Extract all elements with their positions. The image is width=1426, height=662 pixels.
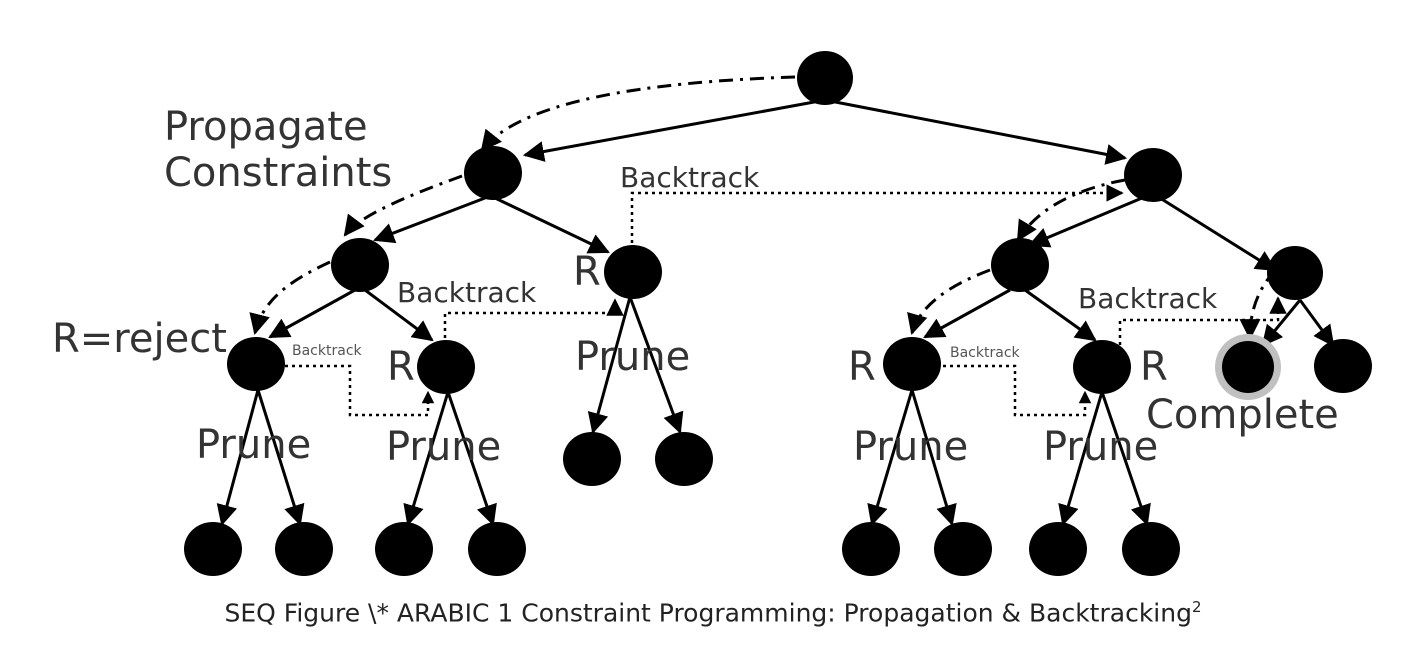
edge xyxy=(1100,391,1151,526)
r-label: R xyxy=(387,344,415,390)
edge xyxy=(1058,391,1104,527)
edge xyxy=(1024,288,1097,342)
propagation-arrow xyxy=(907,268,991,336)
backtrack-label: Backtrack xyxy=(397,276,537,309)
caption-footnote-marker: 2 xyxy=(1191,598,1202,616)
edge xyxy=(824,98,1128,165)
backtrack-label: Backtrack xyxy=(620,161,760,194)
tree-node xyxy=(464,146,522,200)
r-reject-label: R=reject xyxy=(52,316,227,362)
tree-node xyxy=(655,432,713,486)
tree-node xyxy=(563,432,621,486)
backtrack-label-small: Backtrack xyxy=(950,345,1021,361)
tree-node xyxy=(842,522,900,576)
prune-label: Prune xyxy=(196,422,311,468)
edge xyxy=(923,288,1011,339)
search-tree-diagram: Propagate Constraints Backtrack Backtrac… xyxy=(52,51,1372,576)
propagate-label: Propagate xyxy=(164,104,368,150)
edge xyxy=(373,196,486,244)
constraints-label: Constraints xyxy=(164,150,392,196)
edge xyxy=(522,98,826,162)
edge xyxy=(1261,299,1302,347)
edge xyxy=(364,288,434,342)
tree-node xyxy=(991,238,1049,292)
edge xyxy=(1298,299,1335,347)
edge xyxy=(403,391,450,527)
tree-node xyxy=(934,522,992,576)
edge xyxy=(446,391,497,526)
edge xyxy=(867,389,914,527)
tree-node-complete xyxy=(1222,341,1274,393)
figure-caption: SEQ Figure \* ARABIC 1 Constraint Progra… xyxy=(0,598,1426,627)
prune-label: Prune xyxy=(575,334,690,380)
backtrack-path xyxy=(285,364,435,417)
tree-node xyxy=(468,522,526,576)
tree-node xyxy=(417,340,475,394)
caption-text: SEQ Figure \* ARABIC 1 Constraint Progra… xyxy=(224,598,1192,628)
tree-node xyxy=(883,337,941,391)
edge xyxy=(216,389,260,527)
r-label: R xyxy=(1140,344,1168,390)
tree-node xyxy=(1124,148,1182,202)
edge xyxy=(1028,196,1143,248)
edge xyxy=(628,296,684,434)
tree-node xyxy=(1267,246,1323,300)
edge xyxy=(1159,196,1277,272)
edge xyxy=(494,196,610,254)
backtrack-path xyxy=(943,364,1092,417)
propagation-arrow xyxy=(480,75,796,152)
tree-node xyxy=(1122,522,1180,576)
backtrack-paths xyxy=(285,184,1287,417)
tree-node xyxy=(1314,339,1372,393)
complete-label: Complete xyxy=(1146,392,1339,438)
tree-node xyxy=(184,522,242,576)
tree-node xyxy=(227,337,285,391)
tree-node-root xyxy=(797,51,853,105)
r-label: R xyxy=(848,344,876,390)
tree-node xyxy=(604,245,662,299)
tree-nodes xyxy=(184,51,1372,576)
propagation-arrow xyxy=(249,260,331,336)
diagram-labels: Propagate Constraints Backtrack Backtrac… xyxy=(52,104,1339,470)
tree-node xyxy=(375,522,433,576)
tree-edges xyxy=(216,98,1335,527)
tree-node xyxy=(331,238,389,292)
edge xyxy=(910,389,957,527)
edge xyxy=(268,288,356,339)
edge xyxy=(587,296,632,435)
backtrack-path xyxy=(630,184,1124,250)
backtrack-label-small: Backtrack xyxy=(292,343,363,359)
edge xyxy=(256,389,305,527)
tree-node xyxy=(1073,340,1131,394)
r-label: R xyxy=(573,249,601,295)
prune-label: Prune xyxy=(853,424,968,470)
propagation-arrow xyxy=(1016,178,1126,242)
backtrack-label: Backtrack xyxy=(1078,282,1218,315)
prune-label: Prune xyxy=(386,424,501,470)
tree-node xyxy=(1029,522,1087,576)
prune-label: Prune xyxy=(1043,424,1158,470)
tree-node xyxy=(275,522,333,576)
